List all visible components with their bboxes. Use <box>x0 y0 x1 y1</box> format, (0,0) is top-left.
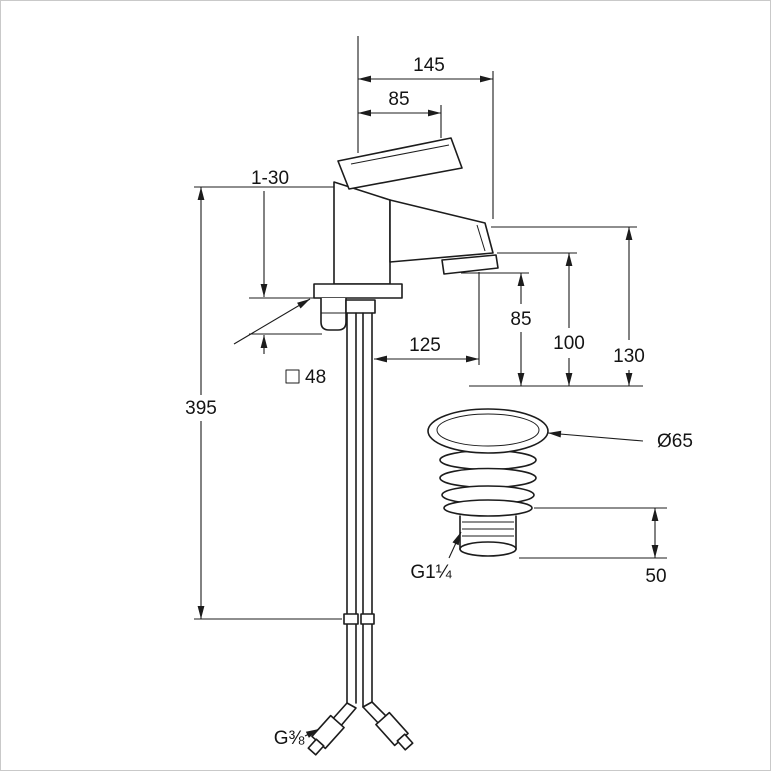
pipe-union-right <box>360 613 375 625</box>
dimension-labels: 145 85 1-30 395 125 85 100 130 48 Ø65 50… <box>185 55 693 749</box>
base-plate <box>313 283 403 299</box>
spout-end-detail <box>476 224 486 252</box>
dimension-lines <box>197 75 659 619</box>
threaded-shank <box>345 299 376 314</box>
dim-100-label: 100 <box>553 333 585 354</box>
dim-145-label: 145 <box>413 55 445 76</box>
mounting-bracket <box>320 298 347 331</box>
dim-1-30-label: 1-30 <box>251 168 289 189</box>
thread-g38-label: G⅜ <box>274 728 305 749</box>
drain-neck-bottom <box>459 541 517 557</box>
lever-detail <box>350 144 450 165</box>
leader-g38 <box>304 728 320 738</box>
hose-stub-right <box>396 733 414 751</box>
hose-stub-left <box>307 738 325 756</box>
dim-395-label: 395 <box>185 398 217 419</box>
pipe-union-left <box>343 613 359 625</box>
thread-g114-label: G1¼ <box>410 562 452 583</box>
lever-handle <box>337 137 463 190</box>
drain-cap-inner <box>436 413 540 447</box>
dim-130-label: 130 <box>613 346 645 367</box>
leader-lines <box>304 430 644 738</box>
square-symbol-icon <box>285 369 300 384</box>
drain-ring-4 <box>443 499 533 517</box>
aerator <box>441 254 499 275</box>
dim-diameter65-label: Ø65 <box>657 431 693 452</box>
dim-85-top-label: 85 <box>388 89 409 110</box>
faucet <box>307 137 499 756</box>
drain-ring-2 <box>439 467 537 489</box>
dim-48-label: 48 <box>305 367 326 388</box>
dim-50-label: 50 <box>645 566 666 587</box>
extension-lines <box>194 36 667 620</box>
drain-valve <box>427 408 549 557</box>
dim-85-right-label: 85 <box>510 309 531 330</box>
leader-g114 <box>448 531 462 559</box>
faucet-spout <box>389 199 494 263</box>
dim-125-label: 125 <box>409 335 441 356</box>
leader-square48 <box>233 298 311 345</box>
leader-diameter65 <box>547 430 644 442</box>
faucet-body <box>333 181 391 285</box>
